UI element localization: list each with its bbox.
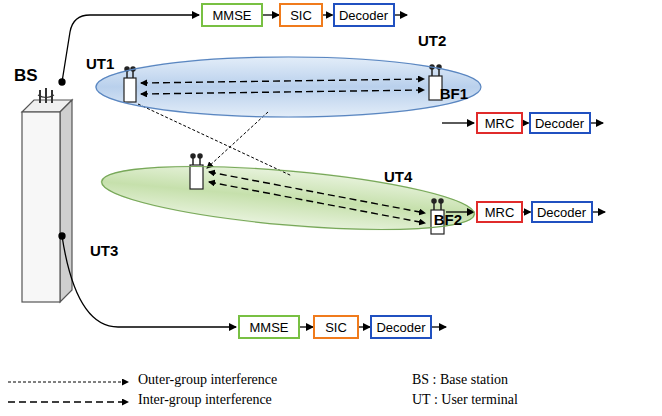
beam-outline <box>100 170 476 226</box>
inter-group-interference <box>141 79 425 223</box>
legend-row: Outer-group interference <box>138 372 277 388</box>
signal-arrow <box>263 14 279 15</box>
user-terminal <box>124 76 444 234</box>
legend-row: Inter-group interference <box>138 392 272 408</box>
decoder-box: Decoder <box>531 201 593 223</box>
signal-arrow <box>323 14 333 15</box>
legend-sample <box>8 382 128 402</box>
beam-label: BF2 <box>434 211 462 228</box>
beam-ellipse: BF2 <box>100 170 476 226</box>
signal-arrow <box>359 326 370 327</box>
mmse-box: MMSE <box>238 315 300 339</box>
box-label: SIC <box>325 320 347 335</box>
signal-arrow <box>523 211 531 212</box>
terminal-label: UT2 <box>418 32 446 49</box>
mmse-box: MMSE <box>201 3 263 27</box>
sic-box: SIC <box>279 3 323 27</box>
box-label: Decoder <box>339 8 388 23</box>
box-label: MRC <box>485 205 515 220</box>
beam-outline <box>95 56 482 118</box>
box-label: MRC <box>485 116 515 131</box>
mrc-box: MRC <box>476 201 523 223</box>
abbreviation-note: UT : User terminal <box>412 392 518 408</box>
station-label: BS <box>14 66 38 86</box>
mrc-box: MRC <box>476 112 523 134</box>
decoder-box: Decoder <box>529 112 591 134</box>
decoder-box: Decoder <box>333 3 395 27</box>
beam-ellipse: BF1 <box>95 56 482 118</box>
signal-arrow <box>300 326 313 327</box>
terminal-label: UT4 <box>384 168 412 185</box>
decoder-box: Decoder <box>370 315 432 339</box>
box-label: Decoder <box>537 205 586 220</box>
signal-wire <box>59 15 605 327</box>
box-label: MMSE <box>250 320 289 335</box>
base-station <box>22 88 72 302</box>
beam-fill <box>98 154 477 243</box>
box-label: Decoder <box>535 116 584 131</box>
terminal-label: UT3 <box>90 242 118 259</box>
terminal-label: UT1 <box>86 55 114 72</box>
abbreviation-note: BS : Base station <box>412 372 508 388</box>
box-label: MMSE <box>213 8 252 23</box>
legend-text: Inter-group interference <box>138 392 272 407</box>
antenna <box>125 65 443 210</box>
legend-text: Outer-group interference <box>138 372 277 387</box>
beam-fill <box>95 56 481 118</box>
sic-box: SIC <box>313 315 359 339</box>
box-label: Decoder <box>376 320 425 335</box>
box-label: SIC <box>290 8 312 23</box>
beam-label: BF1 <box>440 85 468 102</box>
